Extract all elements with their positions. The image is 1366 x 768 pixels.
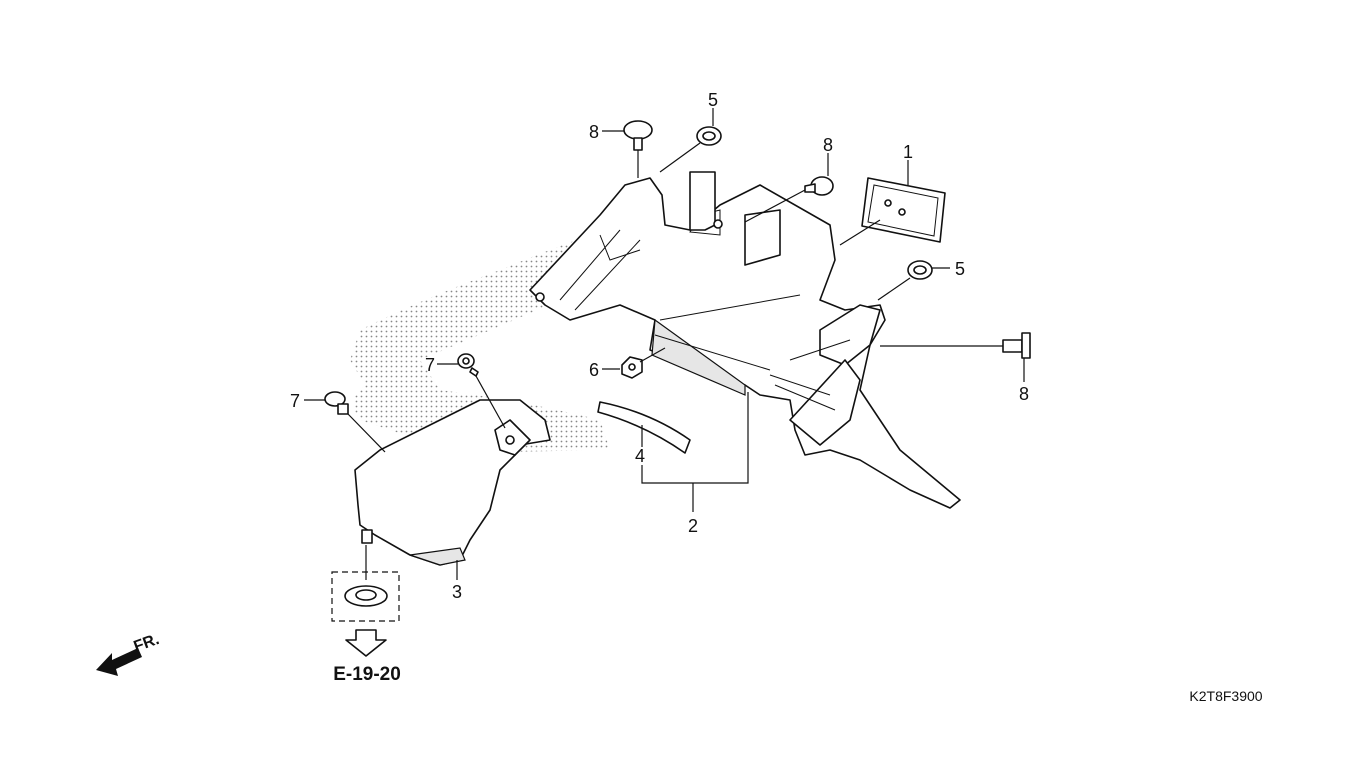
callout-8-mid: 8 [823, 135, 833, 155]
leader-lines [304, 108, 1025, 580]
bolt-8-top-left [623, 120, 653, 151]
callout-4: 4 [635, 446, 645, 466]
splash-guard-part-3 [354, 399, 551, 566]
drawing-code: K2T8F3900 [1189, 688, 1262, 704]
screw-7-upper [457, 353, 479, 377]
front-direction-indicator: FR. [96, 631, 162, 676]
callout-5-right: 5 [955, 259, 965, 279]
grommet-5-top [696, 126, 722, 146]
rear-fender-part-2 [529, 171, 961, 509]
seal-strip-part-4 [597, 401, 691, 454]
reference-code: E-19-20 [333, 664, 401, 685]
callout-1: 1 [903, 142, 913, 162]
callout-8-right: 8 [1019, 384, 1029, 404]
callout-8-top-left: 8 [589, 122, 599, 142]
direction-label: FR. [132, 631, 162, 656]
callout-6: 6 [589, 360, 599, 380]
callout-7-upper: 7 [425, 355, 435, 375]
screw-7-lower [324, 391, 349, 415]
grommet-5-right [907, 260, 933, 280]
callout-2: 2 [688, 516, 698, 536]
callout-7-lower: 7 [290, 391, 300, 411]
bolt-8-mid [804, 176, 834, 196]
bolt-8-right [1002, 332, 1031, 359]
arrow-left-icon [96, 648, 142, 676]
callout-3: 3 [452, 582, 462, 602]
nut-6 [621, 356, 643, 379]
reflector-part-1 [861, 177, 946, 243]
callout-5-top: 5 [708, 90, 718, 110]
reference-box [331, 571, 400, 657]
down-arrow-icon [345, 629, 387, 657]
